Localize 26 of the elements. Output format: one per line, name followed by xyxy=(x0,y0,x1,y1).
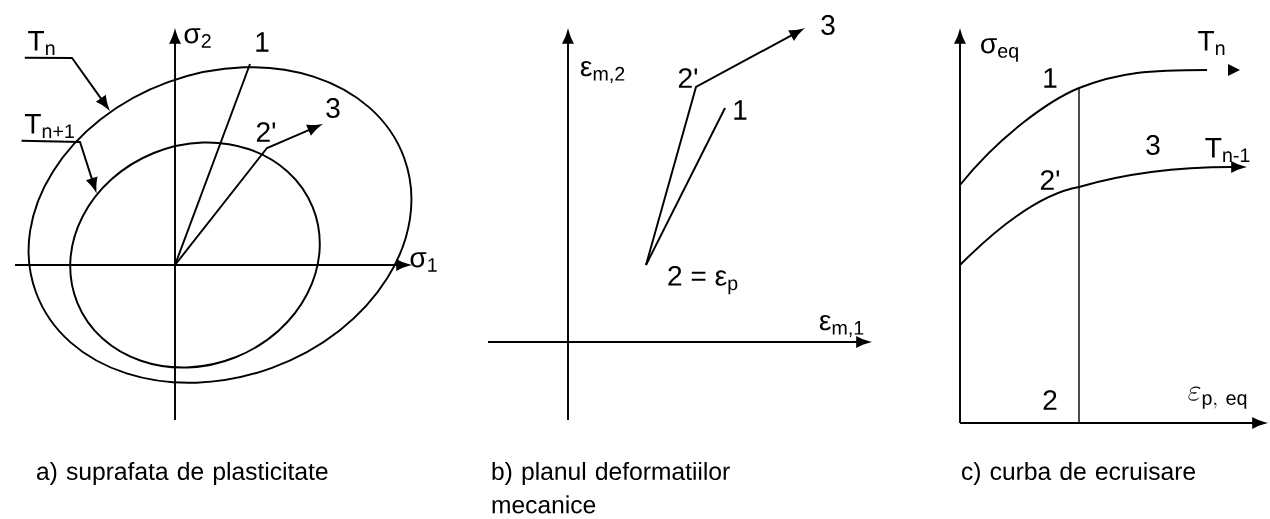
yield-surface-ellipse xyxy=(69,141,321,369)
point-label: 1 xyxy=(256,32,269,52)
point-label: 3 xyxy=(326,98,340,118)
curve-label: T$_{n+1}$ xyxy=(24,114,74,138)
point-label: 3 xyxy=(821,15,835,35)
point-label: 2' xyxy=(678,68,698,88)
curve-label: T$_{n}$ xyxy=(1198,31,1225,55)
axis-label: ε$_{m,2}$ xyxy=(580,60,625,84)
curve-label: T$_{n-1}$ xyxy=(1205,138,1250,162)
point-label: 2 = ε$_{p}$ xyxy=(668,265,738,295)
leader-arrow xyxy=(23,56,109,109)
caption: c) curba de ecruisare xyxy=(962,461,1195,485)
point-label: 2 xyxy=(1043,390,1057,410)
axis-label: ε$_{m,1}$ xyxy=(819,314,864,338)
caption: a) suprafata de plasticitate xyxy=(37,461,328,485)
axis-label: σ$_{1}$ xyxy=(410,252,437,272)
leader-arrow xyxy=(20,139,98,191)
axis-label: σ$_{2}$ xyxy=(184,28,211,48)
point-label: 1 xyxy=(734,100,747,120)
curve-label: T$_{n}$ xyxy=(28,31,55,55)
axis-label: σ$_{eq}$ xyxy=(981,38,1018,62)
point-label: 3 xyxy=(1146,135,1160,155)
point-label: 2' xyxy=(1040,170,1060,190)
caption: b) planul deformatiilor mecanice xyxy=(492,461,730,514)
axis-label: $\varepsilon_{\mathrm{p,\ eq}}$ xyxy=(1188,386,1247,409)
point-label: 1 xyxy=(1044,68,1057,88)
